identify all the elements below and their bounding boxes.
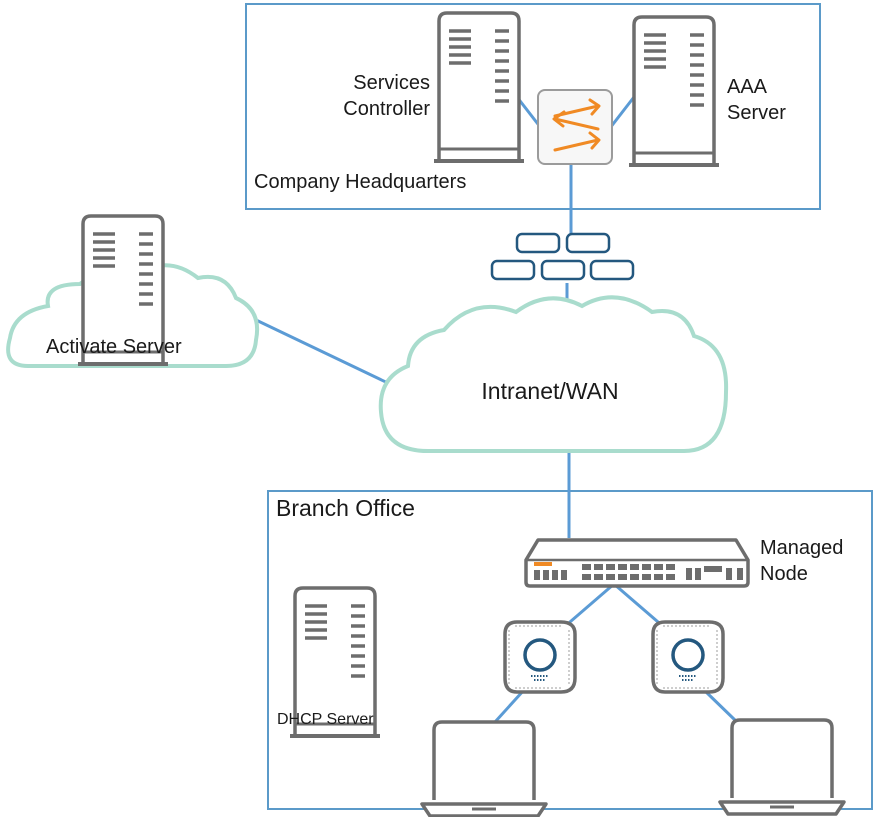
services-controller-label-line1: Services [353,72,430,94]
link-switch-ap-right [613,582,666,630]
aaa-server-label-line2: Server [727,101,786,124]
link-activate-wan [255,318,393,387]
firewall-brick [540,259,586,281]
dhcp-server-label: DHCP Server [277,711,374,728]
aaa-server-label: AAA Server [727,75,786,126]
firewall-icon [490,232,635,281]
services-controller-server-icon [432,11,526,163]
wan-cloud-icon [378,295,729,453]
link-ap-right-laptop [702,688,739,724]
firewall-brick [515,232,561,254]
company-headquarters-frame [245,3,821,210]
intranet-wan-label: Intranet/WAN [481,378,619,404]
laptop-right-icon [718,718,846,816]
managed-node-label: Managed Node [760,536,843,587]
connection-lines [255,96,739,724]
firewall-brick [565,232,611,254]
network-switch-icon [524,538,750,588]
firewall-brick [589,259,635,281]
activate-server-label: Activate Server [46,336,182,358]
access-point-left-icon [503,620,577,694]
link-switch-ap-left [562,582,615,630]
services-controller-label: Services Controller [310,71,430,122]
router-switch-icon [537,89,613,165]
managed-node-label-line2: Node [760,562,808,585]
access-point-right-icon [651,620,725,694]
firewall-brick [490,259,536,281]
branch-office-title: Branch Office [276,495,415,521]
managed-node-label-line1: Managed [760,537,844,559]
laptop-left-icon [420,720,548,817]
services-controller-label-line2: Controller [343,97,430,120]
aaa-server-label-line1: AAA [727,76,768,98]
aaa-server-icon [627,15,721,167]
link-aaa-router [608,96,636,129]
link-ap-left-laptop [493,688,526,724]
company-headquarters-title: Company Headquarters [254,171,467,193]
